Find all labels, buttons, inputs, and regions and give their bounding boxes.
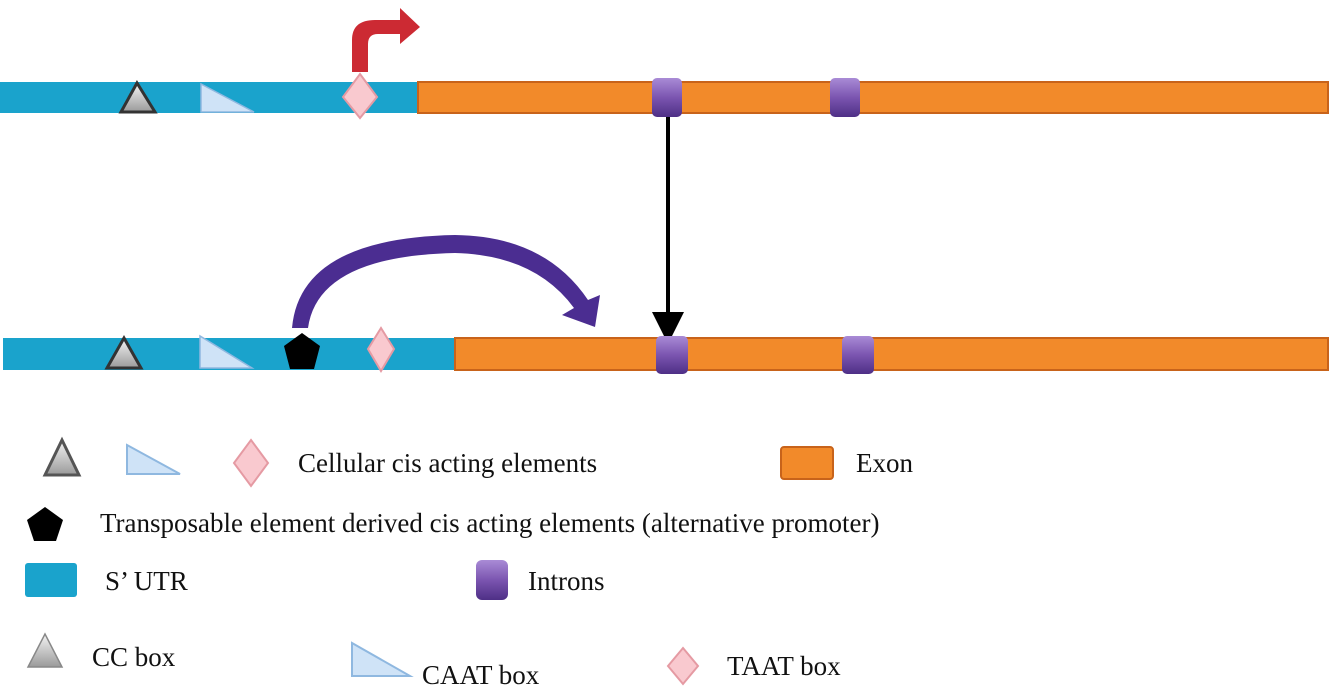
top-intron-2: [830, 78, 860, 117]
legend-taat-box-label: TAAT box: [727, 651, 841, 681]
legend-caat-box-icon: [126, 443, 181, 475]
legend-cellular-label: Cellular cis acting elements: [298, 448, 597, 478]
bottom-te-element-icon: [284, 333, 320, 369]
legend-intron-icon: [476, 560, 508, 600]
top-caat-box-icon: [200, 82, 255, 113]
legend-caat-box-icon-2: [351, 641, 414, 677]
top-cc-box-icon: [118, 80, 158, 114]
legend-exon-label: Exon: [856, 448, 913, 478]
legend-cc-box-icon: [42, 436, 82, 477]
top-exon-segment: [417, 81, 1329, 114]
legend-transposable-label: Transposable element derived cis acting …: [100, 508, 879, 538]
legend-exon-icon: [780, 446, 834, 480]
legend-te-element-icon: [27, 507, 63, 541]
legend-cc-box-icon-2: [26, 632, 64, 668]
alternative-promoter-arrow-icon: [292, 235, 600, 328]
native-promoter-arrow-icon: [352, 8, 420, 72]
legend: Cellular cis acting elements Exon Transp…: [25, 436, 913, 687]
legend-taat-box-icon-2: [666, 646, 700, 686]
legend-cc-box-label: CC box: [92, 642, 176, 672]
legend-caat-box-label: CAAT box: [422, 660, 540, 687]
bottom-cc-box-icon: [104, 334, 144, 370]
bottom-caat-box-icon: [199, 334, 255, 369]
top-taat-box-icon: [341, 72, 379, 120]
legend-taat-box-icon: [232, 438, 270, 488]
bottom-intron-2: [842, 336, 874, 374]
top-intron-1: [652, 78, 682, 117]
bottom-intron-1: [656, 336, 688, 374]
legend-utr-icon: [25, 563, 77, 597]
legend-introns-label: Introns: [528, 566, 605, 596]
bottom-taat-box-icon: [366, 326, 396, 373]
bottom-exon-segment: [454, 337, 1329, 371]
legend-utr-label: S’ UTR: [105, 566, 188, 596]
top-gene: [0, 8, 1329, 120]
bottom-gene: [3, 235, 1329, 374]
